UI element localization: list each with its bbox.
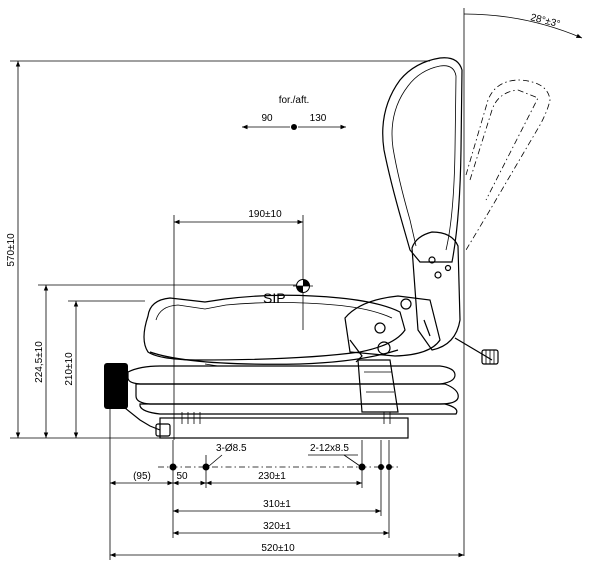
dimension-lines <box>10 8 583 560</box>
recline-mechanism <box>344 231 499 365</box>
sip-marker <box>293 279 313 293</box>
fore-aft-max-label: 130 <box>310 113 327 124</box>
mounting-holes <box>158 463 400 471</box>
dim-320-label: 320±1 <box>263 521 291 532</box>
dim-520-label: 520±10 <box>261 543 295 554</box>
backrest <box>382 57 551 263</box>
suspension-base <box>104 359 459 439</box>
tilt-angle-label: 28°±3° <box>529 12 561 30</box>
height-total-label: 570±10 <box>6 233 17 267</box>
height-low-label: 210±10 <box>64 352 75 386</box>
sip-offset-label: 190±10 <box>248 209 282 220</box>
holes-b-label: 2-12x8.5 <box>310 443 349 454</box>
height-mid-label: 224,5±10 <box>34 341 45 383</box>
dim-50-label: 50 <box>176 471 188 482</box>
fore-aft-min-label: 90 <box>261 113 273 124</box>
fore-aft-center-dot <box>291 124 297 130</box>
fore-aft-label: for./aft. <box>279 95 310 106</box>
holes-a-label: 3-Ø8.5 <box>216 443 247 454</box>
dim-95-label: (95) <box>133 471 151 482</box>
seat-cushion <box>143 294 406 367</box>
dim-310-label: 310±1 <box>263 499 291 510</box>
dim-230-label: 230±1 <box>258 471 286 482</box>
sip-label: SIP <box>263 290 286 306</box>
